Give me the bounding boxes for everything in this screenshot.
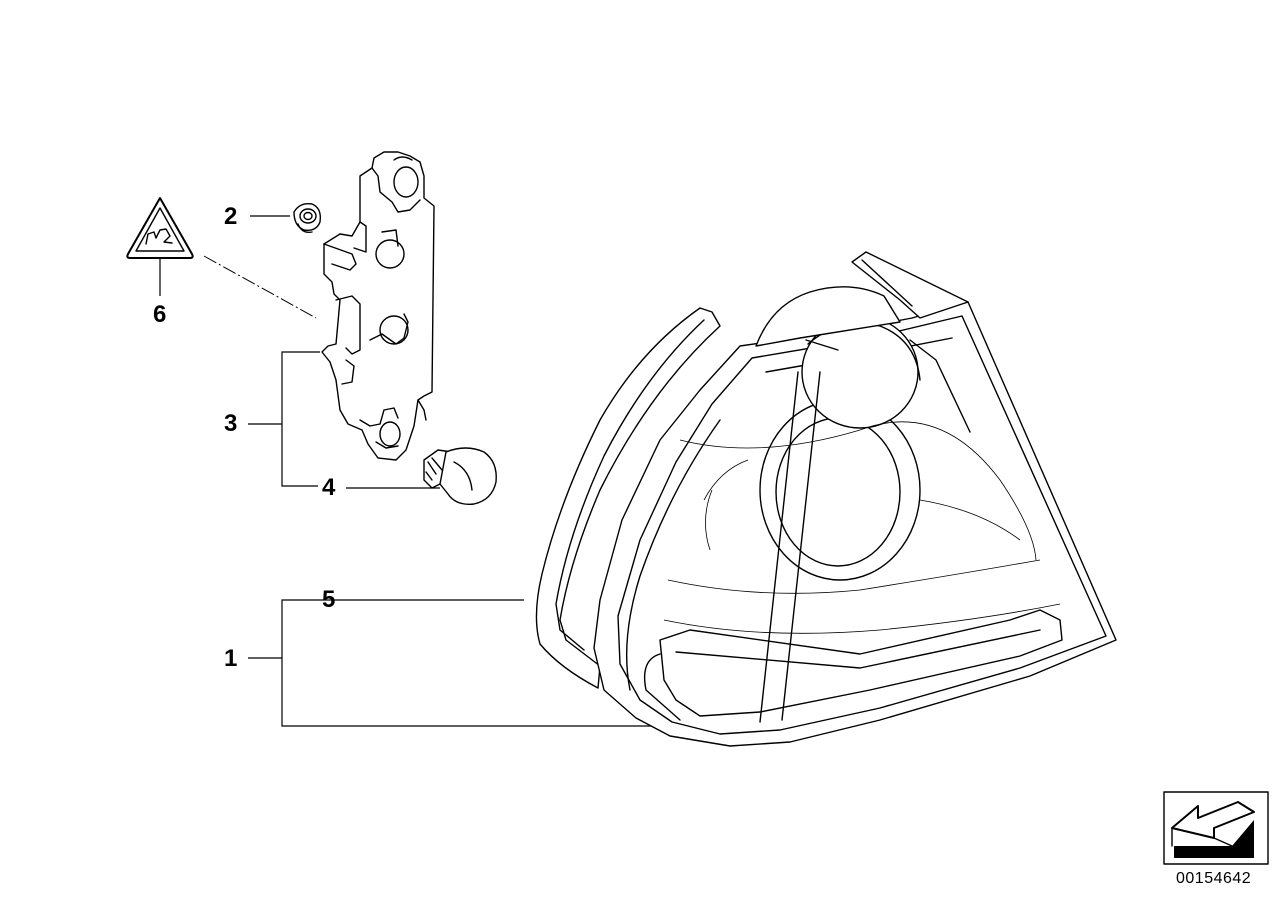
gasket-part bbox=[535, 307, 721, 689]
callout-part-5: 5 bbox=[322, 586, 336, 613]
group-bracket-1-5 bbox=[248, 599, 656, 727]
diagram-number: 00154642 bbox=[1176, 870, 1252, 887]
bulb-part bbox=[346, 447, 497, 505]
bulb-holder-part bbox=[321, 151, 435, 461]
group-bracket-3-4 bbox=[248, 351, 320, 487]
callout-part-6: 6 bbox=[153, 301, 167, 328]
callout-part-4: 4 bbox=[322, 474, 336, 501]
direction-arrow-icon bbox=[1163, 791, 1269, 865]
callout-part-2: 2 bbox=[224, 203, 238, 230]
callout-part-1: 1 bbox=[224, 645, 238, 672]
reference-line bbox=[203, 255, 317, 319]
warning-triangle-icon bbox=[126, 197, 194, 296]
nut-part bbox=[250, 202, 322, 234]
tail-light-housing-part bbox=[593, 251, 1117, 747]
callout-part-3: 3 bbox=[224, 410, 238, 437]
